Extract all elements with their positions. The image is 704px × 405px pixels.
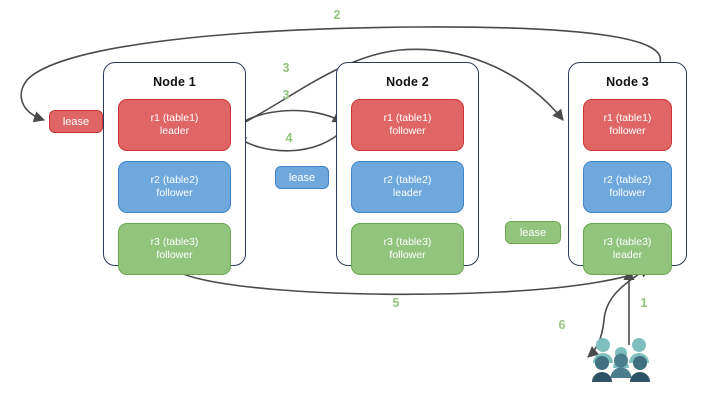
lease-label: lease	[288, 171, 316, 184]
replica-role: follower	[156, 249, 193, 261]
lease-label: lease	[519, 226, 547, 239]
step-label-3-upper: 3	[282, 61, 290, 75]
replica-role: leader	[392, 187, 423, 199]
replica-name: r2 (table2)	[383, 173, 432, 186]
replica-name: r3 (table3)	[383, 235, 432, 248]
step-label-5: 5	[392, 296, 400, 310]
replica-r2-node-1[interactable]: r2 (table2) follower	[118, 161, 231, 213]
node-title: Node 2	[386, 75, 429, 89]
step-label-2: 2	[333, 8, 341, 22]
node-box-node-1[interactable]: Node 1 r1 (table1) leader r2 (table2) fo…	[103, 62, 246, 275]
replica-name: r1 (table1)	[150, 111, 199, 124]
replica-role: follower	[389, 249, 426, 261]
step-label-1: 1	[640, 296, 648, 310]
lease-badge-green[interactable]: lease	[505, 221, 561, 244]
users-group-icon	[592, 338, 650, 382]
lease-badge-red[interactable]: lease	[49, 110, 103, 133]
replica-role: follower	[389, 125, 426, 137]
replica-name: r1 (table1)	[383, 111, 432, 124]
step-label-4: 4	[285, 131, 293, 145]
replica-name: r3 (table3)	[603, 235, 652, 248]
replica-r3-node-2[interactable]: r3 (table3) follower	[351, 223, 464, 275]
replica-role: leader	[612, 249, 643, 261]
node-box-node-2[interactable]: Node 2 r1 (table1) follower r2 (table2) …	[336, 62, 479, 275]
replica-r3-node-3[interactable]: r3 (table3) leader	[583, 223, 672, 275]
node-title: Node 3	[606, 75, 649, 89]
replica-role: follower	[609, 187, 646, 199]
replica-r2-node-2[interactable]: r2 (table2) leader	[351, 161, 464, 213]
replica-name: r2 (table2)	[603, 173, 652, 186]
step-label-3-lower: 3	[282, 88, 290, 102]
replica-r1-node-3[interactable]: r1 (table1) follower	[583, 99, 672, 151]
arrow-step-3-to-node2	[233, 109, 344, 129]
lease-label: lease	[62, 115, 90, 128]
step-label-6: 6	[558, 318, 566, 332]
replica-name: r1 (table1)	[603, 111, 652, 124]
replica-r2-node-3[interactable]: r2 (table2) follower	[583, 161, 672, 213]
lease-badge-blue[interactable]: lease	[275, 166, 329, 189]
replica-r3-node-1[interactable]: r3 (table3) follower	[118, 223, 231, 275]
replica-role: leader	[159, 125, 190, 137]
replica-r1-node-1[interactable]: r1 (table1) leader	[118, 99, 231, 151]
node-title: Node 1	[153, 75, 196, 89]
node-box-node-3[interactable]: Node 3 r1 (table1) follower r2 (table2) …	[568, 62, 687, 275]
replica-role: follower	[609, 125, 646, 137]
replica-name: r2 (table2)	[150, 173, 199, 186]
replica-name: r3 (table3)	[150, 235, 199, 248]
replica-role: follower	[156, 187, 193, 199]
replica-r1-node-2[interactable]: r1 (table1) follower	[351, 99, 464, 151]
